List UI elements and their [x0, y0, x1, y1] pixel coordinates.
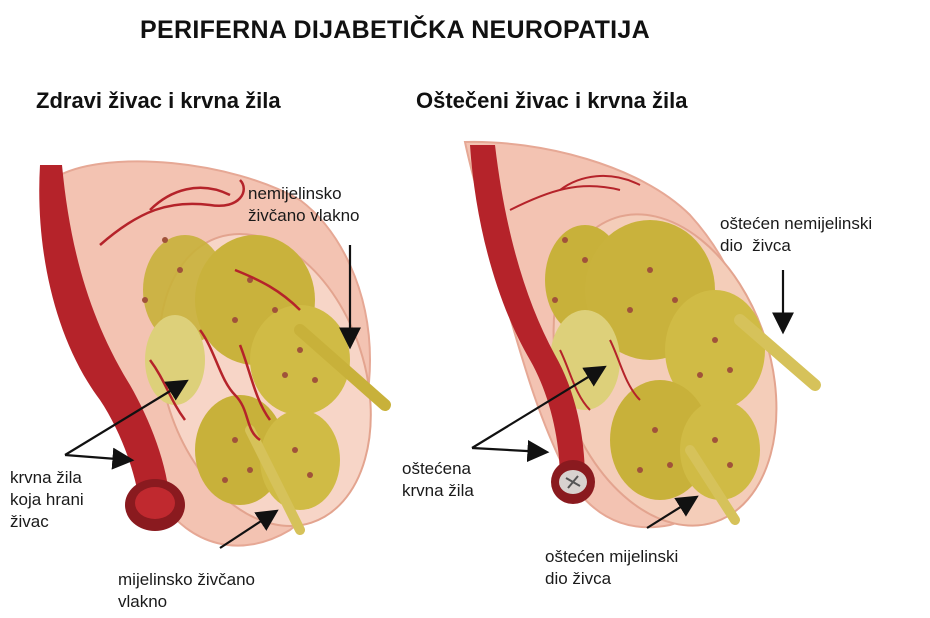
- healthy-fascicle: [145, 315, 205, 405]
- damaged-nerve-illustration: [465, 142, 815, 555]
- arrow-healthy-vessel-2: [65, 455, 130, 460]
- healthy-vessel-label: krvna žila koja hrani živac: [10, 467, 84, 533]
- arrow-damaged-vessel-2: [472, 448, 545, 452]
- damaged-vessel-label: oštećena krvna žila: [402, 458, 474, 502]
- healthy-myelinated-label: mijelinsko živčano vlakno: [118, 569, 255, 613]
- damaged-myelinated-label: oštećen mijelinski dio živca: [545, 546, 678, 590]
- damaged-unmyelinated-label: oštećen nemijelinski dio živca: [720, 213, 872, 257]
- healthy-fascicle: [260, 410, 340, 510]
- healthy-unmyelinated-label: nemijelinsko živčano vlakno: [248, 183, 360, 227]
